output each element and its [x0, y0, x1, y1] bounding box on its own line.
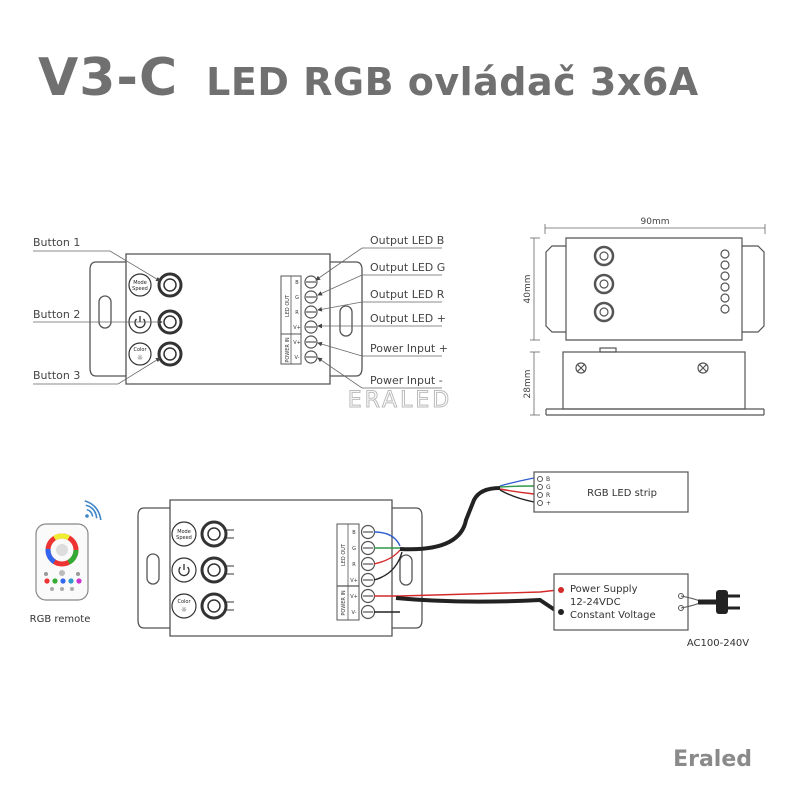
power-supply: Power Supply 12-24VDC Constant Voltage [553, 573, 689, 631]
mount-slot-right [339, 305, 353, 337]
color-label: Color [133, 347, 147, 353]
svg-text:☼: ☼ [181, 606, 187, 614]
power-in-label: POWER IN [285, 337, 291, 363]
button-3-label: Button 3 [33, 369, 80, 382]
watermark: ERALED [348, 388, 452, 413]
output-led-r-label: Output LED R [370, 288, 445, 301]
svg-text:V+: V+ [350, 594, 358, 600]
output-led-plus-label: Output LED + [370, 312, 446, 325]
svg-text:B: B [352, 530, 356, 536]
button-2-label: Button 2 [33, 308, 80, 321]
height-dimension: 40mm [523, 275, 533, 304]
depth-dimension: 28mm [523, 370, 533, 399]
bottom-controller [137, 499, 423, 637]
dimension-top-view [545, 237, 765, 341]
ac-voltage-label: AC100-240V [687, 638, 749, 649]
bottom-terminal-screws [360, 524, 376, 620]
output-led-g-label: Output LED G [370, 261, 445, 274]
left-callouts: Button 1 Button 2 Button 3 [33, 236, 80, 382]
page-title: V3-C LED RGB ovládač 3x6A [38, 48, 699, 108]
rgb-remote-label: RGB remote [30, 614, 91, 625]
svg-text:G: G [546, 484, 551, 491]
rgb-led-strip-label: RGB LED strip [587, 488, 657, 499]
button-1-label: Button 1 [33, 236, 80, 249]
bottom-buttons [171, 520, 234, 620]
top-controller [89, 253, 363, 385]
svg-text:Mode: Mode [177, 529, 191, 535]
model-name: V3-C [38, 48, 179, 108]
power-input-minus-label: Power Input - [370, 374, 443, 387]
top-buttons [128, 272, 183, 367]
ps-line-2: 12-24VDC [570, 597, 621, 608]
wireless-icon [84, 500, 102, 521]
top-terminal-screws [304, 275, 318, 364]
pin-b: B [295, 280, 299, 286]
mode-speed-button [128, 273, 152, 297]
rgb-led-strip: B G R + RGB LED strip [533, 471, 689, 513]
width-dimension: 90mm [641, 217, 670, 227]
pin-v-plus-1: V+ [293, 325, 301, 331]
ps-line-1: Power Supply [570, 584, 638, 595]
power-in-label-bottom: POWER IN [341, 590, 347, 616]
power-input-plus-label: Power Input + [370, 342, 448, 355]
speed-label: Speed [132, 286, 148, 292]
svg-text:R: R [546, 492, 550, 499]
svg-text:Speed: Speed [176, 535, 192, 541]
rgb-remote [35, 523, 89, 601]
svg-text:Color: Color [177, 599, 191, 605]
ps-line-3: Constant Voltage [570, 610, 656, 621]
product-description: LED RGB ovládač 3x6A [206, 60, 699, 104]
brand-logo: Eraled [673, 747, 752, 772]
pin-v-minus: V- [295, 355, 300, 361]
power-wires [374, 589, 560, 614]
svg-text:B: B [546, 476, 550, 483]
bottom-terminal-pins: B G R V+ V+ V- [350, 530, 358, 616]
output-led-b-label: Output LED B [370, 234, 444, 247]
pin-g: G [295, 295, 299, 301]
led-out-label: LED OUT [285, 294, 291, 317]
top-terminal-pins: B G R V+ V+ V- [293, 280, 301, 361]
svg-text:V-: V- [352, 610, 357, 616]
led-wires [373, 477, 535, 581]
right-callouts: Output LED B Output LED G Output LED R O… [370, 234, 448, 387]
color-button [128, 342, 152, 366]
led-out-label-bottom: LED OUT [341, 543, 347, 566]
pin-v-plus-2: V+ [293, 340, 301, 346]
sun-icon: ☼ [137, 354, 143, 362]
dimension-side-view [545, 347, 765, 416]
ac-plug [680, 590, 740, 614]
svg-text:V+: V+ [350, 578, 358, 584]
svg-text:+: + [546, 500, 551, 507]
pin-r: R [295, 310, 299, 316]
mode-label: Mode [133, 280, 147, 286]
svg-text:G: G [352, 546, 356, 552]
svg-text:R: R [352, 562, 356, 568]
mount-slot-left [98, 295, 112, 329]
